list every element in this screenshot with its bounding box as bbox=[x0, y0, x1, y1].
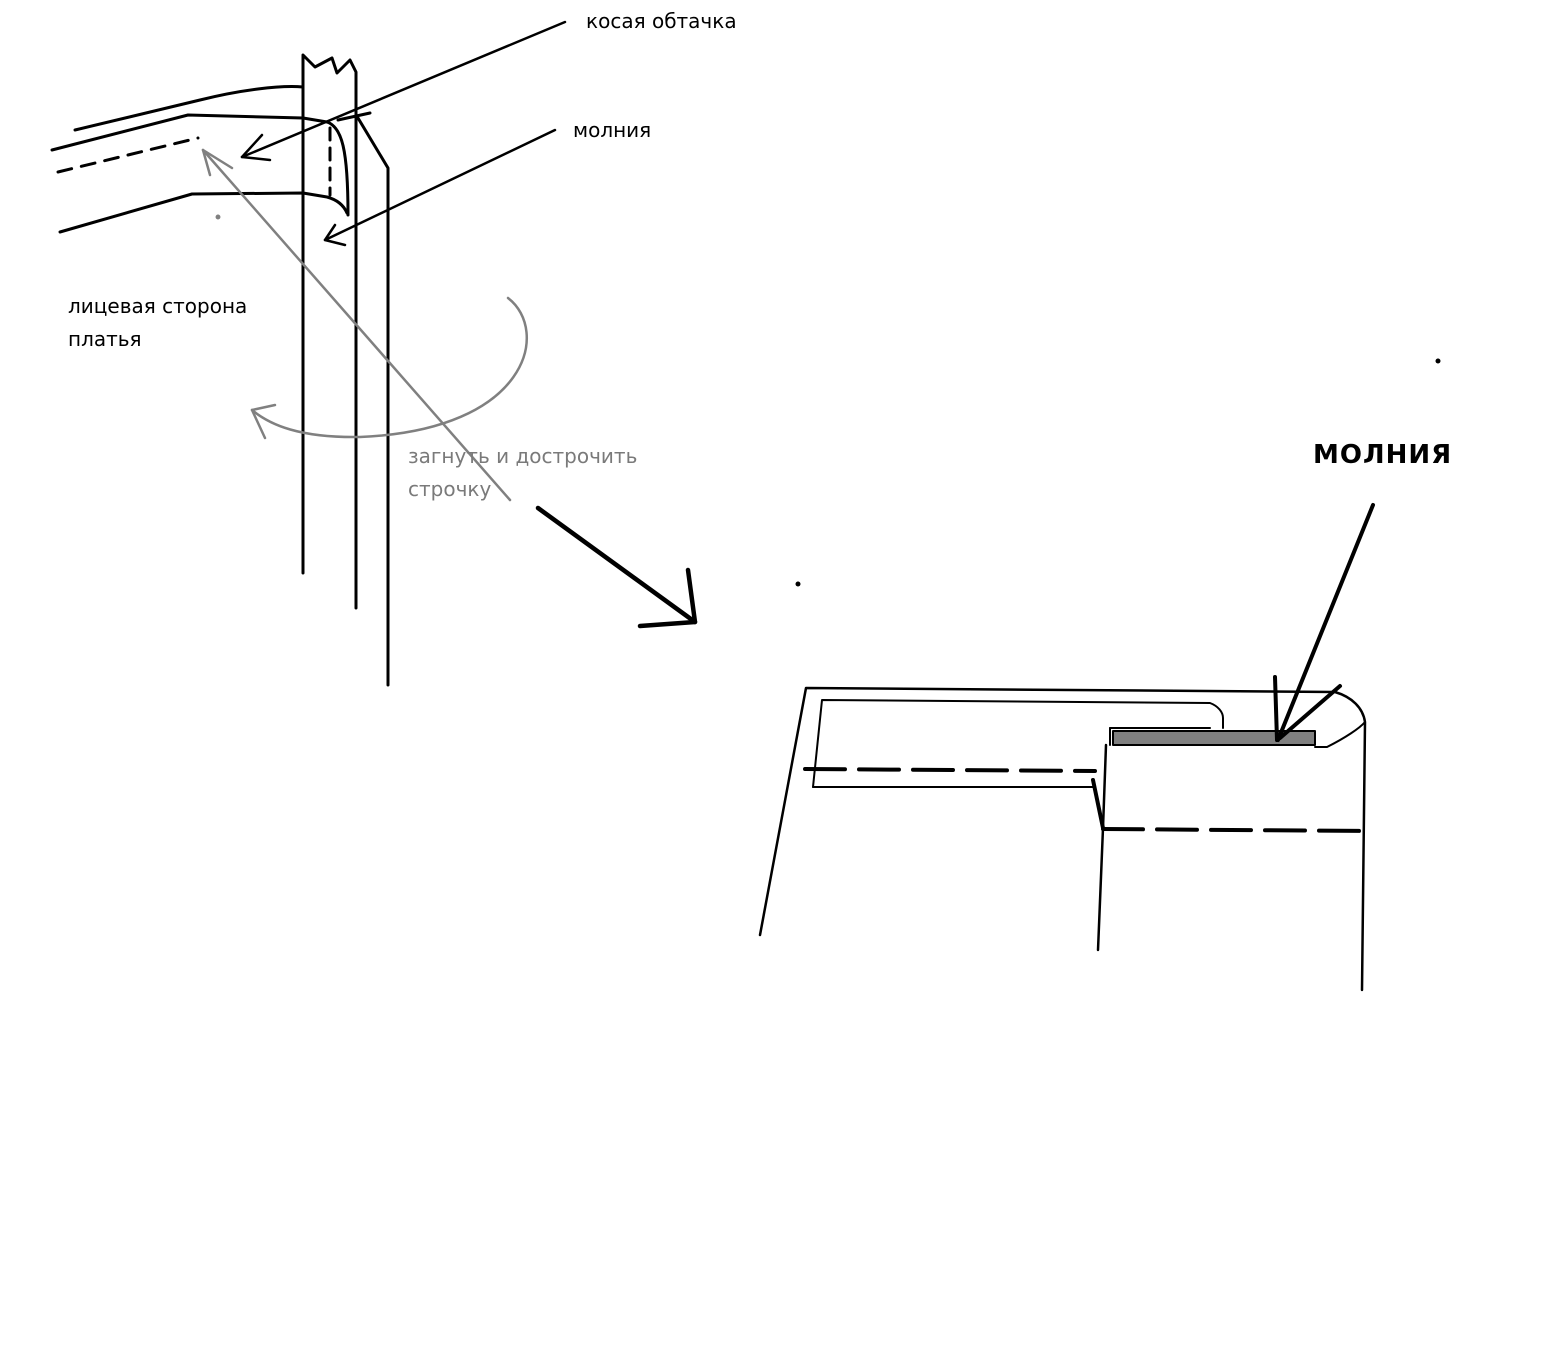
label-fold-instruction-2: строчку bbox=[408, 477, 492, 501]
zipper-pointer-arrow bbox=[1273, 503, 1375, 742]
label-zipper-caps: МОЛНИЯ bbox=[1313, 440, 1453, 470]
stray-dot bbox=[795, 581, 801, 587]
bias-facing-arrow bbox=[240, 20, 567, 162]
label-fold-instruction-1: загнуть и дострочить bbox=[408, 444, 638, 468]
label-dress-right-side-2: платья bbox=[68, 327, 142, 351]
transition-arrow bbox=[535, 505, 698, 629]
fold-arrow bbox=[201, 148, 528, 502]
stray-dot bbox=[1435, 358, 1441, 364]
label-zipper: молния bbox=[573, 118, 652, 142]
zipper-tape bbox=[1112, 730, 1316, 746]
label-bias-facing: косая обтачка bbox=[586, 9, 737, 33]
zipper-tape-sketch bbox=[301, 53, 390, 687]
zipper-arrow bbox=[323, 128, 557, 247]
bias-facing-sketch bbox=[50, 85, 350, 234]
label-dress-right-side-1: лицевая сторона bbox=[68, 294, 248, 318]
